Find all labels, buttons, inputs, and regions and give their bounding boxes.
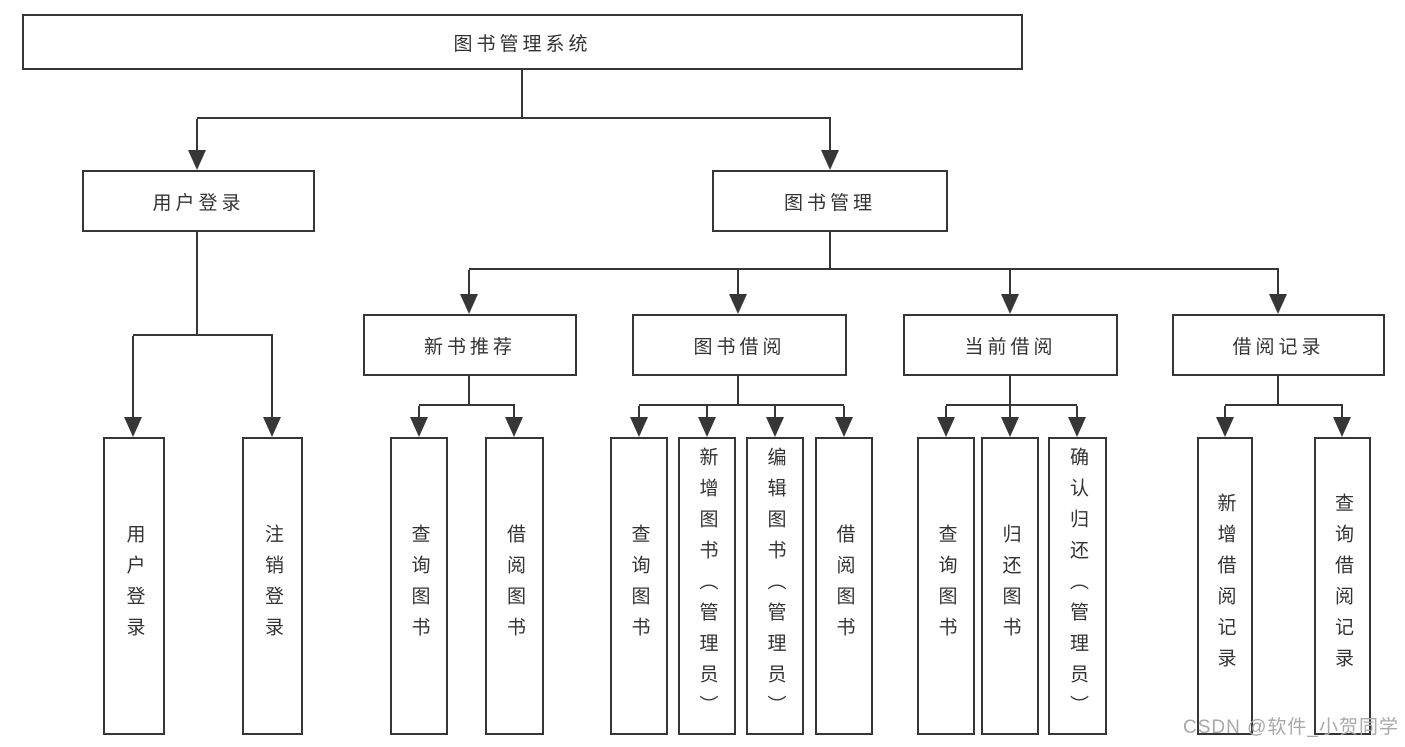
arrow-down-bb-add — [698, 417, 716, 437]
arrow-down-bb-borrow — [835, 417, 853, 437]
connector-stem-bb-add — [706, 406, 708, 419]
node-current-borrow: 当前借阅 — [903, 314, 1118, 376]
arrow-down-nb-borrow — [505, 417, 523, 437]
leaf-user-login: 用户登录 — [103, 437, 165, 735]
connector-stem-leaf-user-login — [132, 336, 134, 419]
arrow-down-user-login — [188, 150, 206, 170]
connector-book-mgmt-split — [469, 268, 1279, 270]
connector-stem-br-query — [1341, 406, 1343, 419]
connector-stem-current-borrow — [1009, 270, 1011, 296]
connector-stem-nb-borrow — [513, 406, 515, 419]
leaf-cb-confirm-return-admin: 确认归还（管理员） — [1048, 437, 1107, 735]
connector-new-books-split — [419, 404, 515, 406]
node-new-books: 新书推荐 — [363, 314, 577, 376]
connector-book-mgmt-stem — [829, 232, 831, 270]
node-book-mgmt: 图书管理 — [712, 170, 948, 232]
connector-borrow-records-stem2 — [1277, 376, 1279, 406]
connector-stem-br-add — [1224, 406, 1226, 419]
connector-current-borrow-split — [946, 404, 1077, 406]
arrow-down-leaf-user-login — [124, 417, 142, 437]
connector-user-login-split — [133, 334, 273, 336]
arrow-down-cb-return — [1001, 417, 1019, 437]
arrow-down-bb-edit — [766, 417, 784, 437]
connector-new-books-stem — [468, 376, 470, 406]
connector-stem-cb-query — [945, 406, 947, 419]
connector-stem-nb-query — [418, 406, 420, 419]
node-borrow-records: 借阅记录 — [1172, 314, 1385, 376]
connector-root-stem — [521, 68, 523, 117]
leaf-br-query-record: 查询借阅记录 — [1314, 437, 1371, 735]
leaf-nb-borrow-books: 借阅图书 — [485, 437, 544, 735]
connector-stem-bb-borrow — [843, 406, 845, 419]
connector-stem-bb-edit — [774, 406, 776, 419]
node-user-login: 用户登录 — [82, 170, 315, 232]
connector-book-borrow-stem2 — [737, 376, 739, 406]
connector-stem-cb-return — [1009, 406, 1011, 419]
arrow-down-br-add — [1216, 417, 1234, 437]
leaf-nb-query-books: 查询图书 — [390, 437, 448, 735]
leaf-bb-add-books-admin: 新增图书（管理员） — [678, 437, 736, 735]
leaf-bb-edit-books-admin: 编辑图书（管理员） — [746, 437, 804, 735]
csdn-watermark: CSDN @软件_小贺同学 — [1183, 717, 1399, 738]
leaf-bb-borrow-books: 借阅图书 — [815, 437, 873, 735]
node-book-borrow: 图书借阅 — [632, 314, 847, 376]
leaf-cb-query-books: 查询图书 — [917, 437, 975, 735]
connector-stem-book-mgmt — [829, 119, 831, 152]
connector-stem-bb-query — [638, 406, 640, 419]
arrow-down-book-borrow — [729, 294, 747, 314]
arrow-down-nb-query — [410, 417, 428, 437]
connector-stem-user-login — [196, 119, 198, 152]
leaf-cb-return-books: 归还图书 — [981, 437, 1039, 735]
arrow-down-bb-query — [630, 417, 648, 437]
arrow-down-cb-query — [937, 417, 955, 437]
connector-user-login-stem — [196, 232, 198, 336]
leaf-logout: 注销登录 — [242, 437, 303, 735]
leaf-bb-query-books: 查询图书 — [610, 437, 668, 735]
arrow-down-leaf-logout — [263, 417, 281, 437]
arrow-down-new-books — [460, 294, 478, 314]
arrow-down-borrow-records — [1269, 294, 1287, 314]
connector-stem-new-books — [468, 270, 470, 296]
connector-book-borrow-split — [639, 404, 844, 406]
arrow-down-cb-confirm — [1068, 417, 1086, 437]
leaf-br-add-record: 新增借阅记录 — [1197, 437, 1253, 735]
connector-current-borrow-stem2 — [1009, 376, 1011, 406]
arrow-down-current-borrow — [1001, 294, 1019, 314]
arrow-down-book-mgmt — [821, 150, 839, 170]
arrow-down-br-query — [1333, 417, 1351, 437]
connector-stem-cb-confirm — [1076, 406, 1078, 419]
connector-borrow-records-split — [1225, 404, 1343, 406]
node-root: 图书管理系统 — [22, 14, 1023, 70]
connector-stem-leaf-logout — [271, 336, 273, 419]
connector-stem-book-borrow — [737, 270, 739, 296]
connector-root-split — [197, 117, 831, 119]
connector-stem-borrow-records — [1277, 270, 1279, 296]
